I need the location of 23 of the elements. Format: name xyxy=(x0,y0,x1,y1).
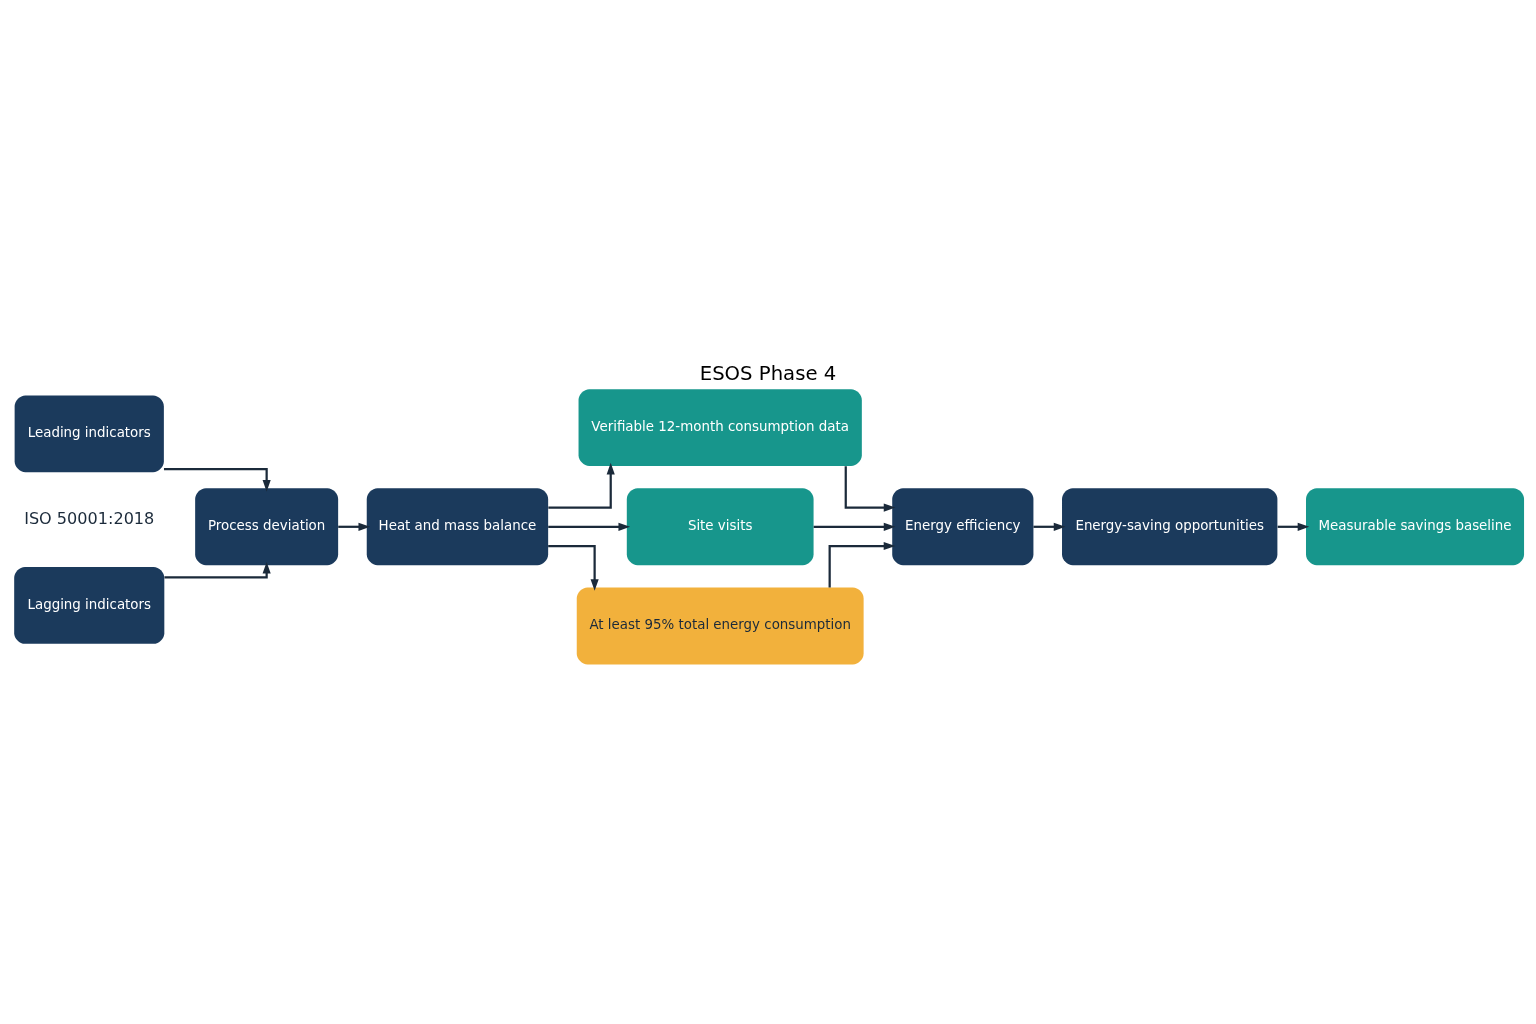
node-box: Heat and mass balance xyxy=(366,487,549,565)
arrow xyxy=(1277,522,1310,531)
label: ISO 50001:2018 xyxy=(24,508,155,528)
arrow xyxy=(163,467,271,492)
arrow xyxy=(828,541,896,587)
arrow xyxy=(548,544,599,591)
diagram-title: ESOS Phase 4 xyxy=(699,361,837,385)
arrow xyxy=(813,522,896,531)
node-box: Energy-saving opportunities xyxy=(1062,487,1278,565)
arrow xyxy=(1033,522,1066,531)
node-box: Leading indicators xyxy=(14,394,164,472)
arrow xyxy=(548,522,631,531)
node-box: Verifiable 12-month consumption data xyxy=(578,388,862,466)
node-box: Measurable savings baseline xyxy=(1306,487,1525,565)
node-box: Energy efficiency xyxy=(892,487,1034,565)
arrow xyxy=(548,462,615,509)
node-box: At least 95% total energy consumption xyxy=(576,587,864,664)
node-box: Lagging indicators xyxy=(14,566,165,644)
node-box: Process deviation xyxy=(195,487,339,565)
arrow xyxy=(164,561,271,578)
arrow xyxy=(338,522,371,531)
arrow xyxy=(844,465,896,512)
node-box: Site visits xyxy=(626,487,814,565)
